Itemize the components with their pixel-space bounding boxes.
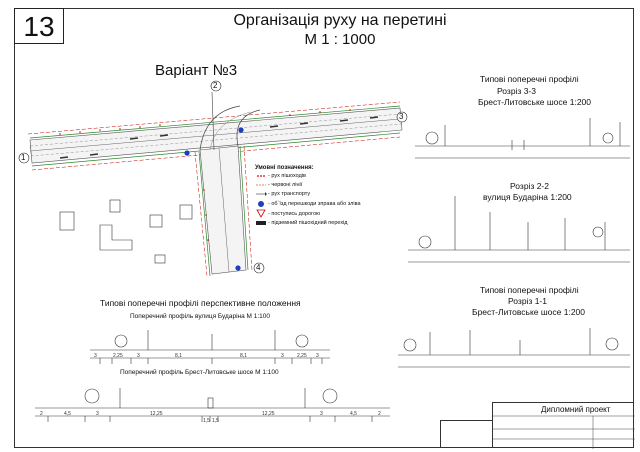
section-marker-3: 3 <box>399 112 404 121</box>
budarina-dim-6: 3 <box>281 353 284 359</box>
legend-title: Умовні позначення: <box>255 165 314 171</box>
legend-item-give-way: - поступись дорогою <box>268 211 321 217</box>
profiles-header-bottom: Типові поперечні профілі <box>480 285 579 295</box>
section-33-title: Розріз 3-3 <box>497 86 536 96</box>
budarina-profile-title: Поперечний профіль вулиця Бударіна М 1:1… <box>130 313 271 320</box>
section-11-title: Розріз 1-1 <box>508 296 547 306</box>
budarina-dim-5: 8,1 <box>240 353 247 359</box>
stamp-grid <box>493 415 635 449</box>
brest-dim-3: 3 <box>96 411 99 417</box>
sheet-frame <box>14 8 634 448</box>
brest-dim-7: 12,25 <box>262 411 275 417</box>
section-marker-1: 1 <box>21 153 26 162</box>
title-block: Дипломний проект <box>492 402 635 449</box>
legend-item-traffic: - рух транспорту <box>268 191 311 197</box>
sheet-number: 13 <box>14 8 64 44</box>
legend-item-underpass: - підземний пішохідний перехід <box>268 220 348 226</box>
stamp-signature-cells <box>440 420 492 448</box>
brest-dim-10: 2 <box>378 411 381 417</box>
prospective-header: Типові поперечні профілі перспективне по… <box>100 298 301 308</box>
section-11-subtitle: Брест-Литовське шосе 1:200 <box>472 307 586 317</box>
brest-profile-title: Поперечний профіль Брест-Литовське шосе … <box>120 369 279 376</box>
section-22-subtitle: вулиця Бударіна 1:200 <box>483 192 572 202</box>
budarina-dim-4: 8,1 <box>175 353 182 359</box>
section-marker-2: 2 <box>213 81 218 90</box>
brest-dim-4: 12,25 <box>150 411 163 417</box>
legend-item-red-lines: - червоні лінії <box>268 182 303 188</box>
page-scale: М 1 : 1000 <box>304 31 376 48</box>
legend-item-pedestrian: - рух пішоходів <box>268 173 306 179</box>
budarina-dim-3: 3 <box>137 353 140 359</box>
stamp-title: Дипломний проект <box>541 405 611 414</box>
variant-label: Варіант №3 <box>155 62 238 79</box>
section-marker-4: 4 <box>256 263 261 272</box>
page-title: Організація руху на перетині <box>233 12 447 29</box>
brest-dim-9: 4,5 <box>350 411 357 417</box>
brest-dim-6: 1,5 <box>212 418 219 424</box>
legend-item-detour: - об`їзд перешкоди зправа або зліва <box>268 201 361 207</box>
budarina-dim-2: 2,25 <box>113 353 123 359</box>
brest-dim-5: 1,5 <box>203 418 210 424</box>
budarina-dim-1: 3 <box>94 353 97 359</box>
brest-dim-1: 2 <box>40 411 43 417</box>
brest-dim-2: 4,5 <box>64 411 71 417</box>
brest-dim-8: 3 <box>320 411 323 417</box>
budarina-dim-7: 2,25 <box>297 353 307 359</box>
section-22-title: Розріз 2-2 <box>510 181 549 191</box>
budarina-dim-8: 3 <box>316 353 319 359</box>
profiles-header-top: Типові поперечні профілі <box>480 74 579 84</box>
section-33-subtitle: Брест-Литовське шосе 1:200 <box>478 97 592 107</box>
